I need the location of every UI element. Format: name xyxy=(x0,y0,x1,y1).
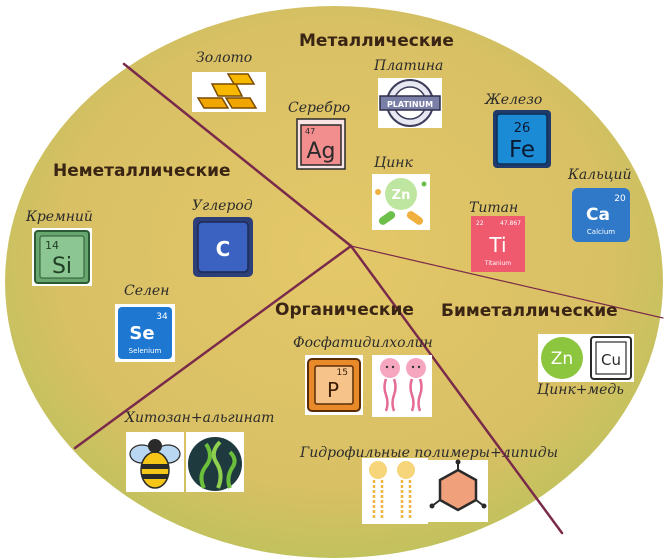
ag-symbol: Ag xyxy=(306,139,335,164)
heading-metallic: Металлические xyxy=(299,31,454,51)
label-gold: Золото xyxy=(196,50,253,66)
label-zinc-copper: Цинк+медь xyxy=(537,382,624,398)
fe-number: 26 xyxy=(514,121,531,136)
label-carbon: Углерод xyxy=(192,198,253,214)
ti-name: Titanium xyxy=(484,260,511,267)
silicon-element-icon: 14 Si xyxy=(32,228,92,286)
label-silicon: Кремний xyxy=(26,209,93,225)
heading-bimetallic: Биметаллические xyxy=(441,301,618,321)
zinc-copper-icon: Zn Cu xyxy=(538,334,634,382)
cu-symbol: Cu xyxy=(601,351,621,369)
label-platinum: Платина xyxy=(374,58,444,74)
se-name: Selenium xyxy=(129,347,162,355)
iron-element-icon: 26 Fe xyxy=(493,110,551,168)
divider-bottom-right xyxy=(349,244,564,535)
silver-element-icon: 47 Ag xyxy=(296,118,346,170)
label-silver: Серебро xyxy=(288,100,351,116)
divider-bottom-left xyxy=(73,244,353,450)
section-dividers xyxy=(73,62,664,535)
divider-right xyxy=(350,245,664,319)
p-number: 15 xyxy=(337,368,348,378)
zn-symbol: Zn xyxy=(392,188,411,203)
se-number: 34 xyxy=(156,312,168,322)
phospholipid-icon xyxy=(372,355,432,417)
polymer-hexagon-icon xyxy=(428,459,488,522)
ca-name: Calcium xyxy=(587,228,615,236)
phosphorus-element-icon: 15 P xyxy=(305,355,363,415)
si-number: 14 xyxy=(45,239,59,252)
selenium-element-icon: 34 Se Selenium xyxy=(115,304,175,362)
ca-symbol: Ca xyxy=(586,205,610,225)
label-calcium: Кальций xyxy=(568,167,632,183)
c-symbol: C xyxy=(216,237,231,261)
calcium-element-icon: 20 Ca Calcium xyxy=(572,188,630,242)
carbon-element-icon: C xyxy=(193,217,253,277)
heading-nonmetallic: Неметаллические xyxy=(53,161,231,181)
heading-organic: Органические xyxy=(275,300,414,320)
platinum-seal-icon: PLATINUM xyxy=(378,78,442,128)
ti-number: 22 xyxy=(476,220,484,227)
seaweed-icon xyxy=(186,432,244,492)
diagram-ellipse xyxy=(5,6,663,558)
ti-mass: 47.867 xyxy=(500,220,521,227)
titanium-element-icon: 22 47.867 Ti Titanium xyxy=(471,216,525,272)
platinum-seal-text: PLATINUM xyxy=(387,100,433,109)
label-chitosan-alginate: Хитозан+альгинат xyxy=(125,410,275,426)
gold-bars-icon xyxy=(192,72,266,112)
label-zinc: Цинк xyxy=(374,155,413,171)
label-titanium: Титан xyxy=(469,200,519,216)
label-phosphatidylcholine: Фосфатидилхолин xyxy=(293,335,433,351)
zn2-symbol: Zn xyxy=(551,349,573,369)
label-iron: Железо xyxy=(485,92,543,108)
si-symbol: Si xyxy=(52,254,72,279)
bee-icon xyxy=(126,432,184,492)
label-selenium: Селен xyxy=(124,283,170,299)
zinc-pills-icon: Zn xyxy=(372,174,430,230)
label-hydrophilic-polymers-lipids: Гидрофильные полимеры+липиды xyxy=(300,445,559,461)
ca-number: 20 xyxy=(614,194,626,204)
divider-top-left xyxy=(122,62,353,248)
p-symbol: P xyxy=(327,378,339,402)
lipids-icon xyxy=(362,458,428,524)
ti-symbol: Ti xyxy=(488,233,506,257)
ag-number: 47 xyxy=(305,127,315,136)
fe-symbol: Fe xyxy=(509,137,535,163)
se-symbol: Se xyxy=(129,323,154,344)
